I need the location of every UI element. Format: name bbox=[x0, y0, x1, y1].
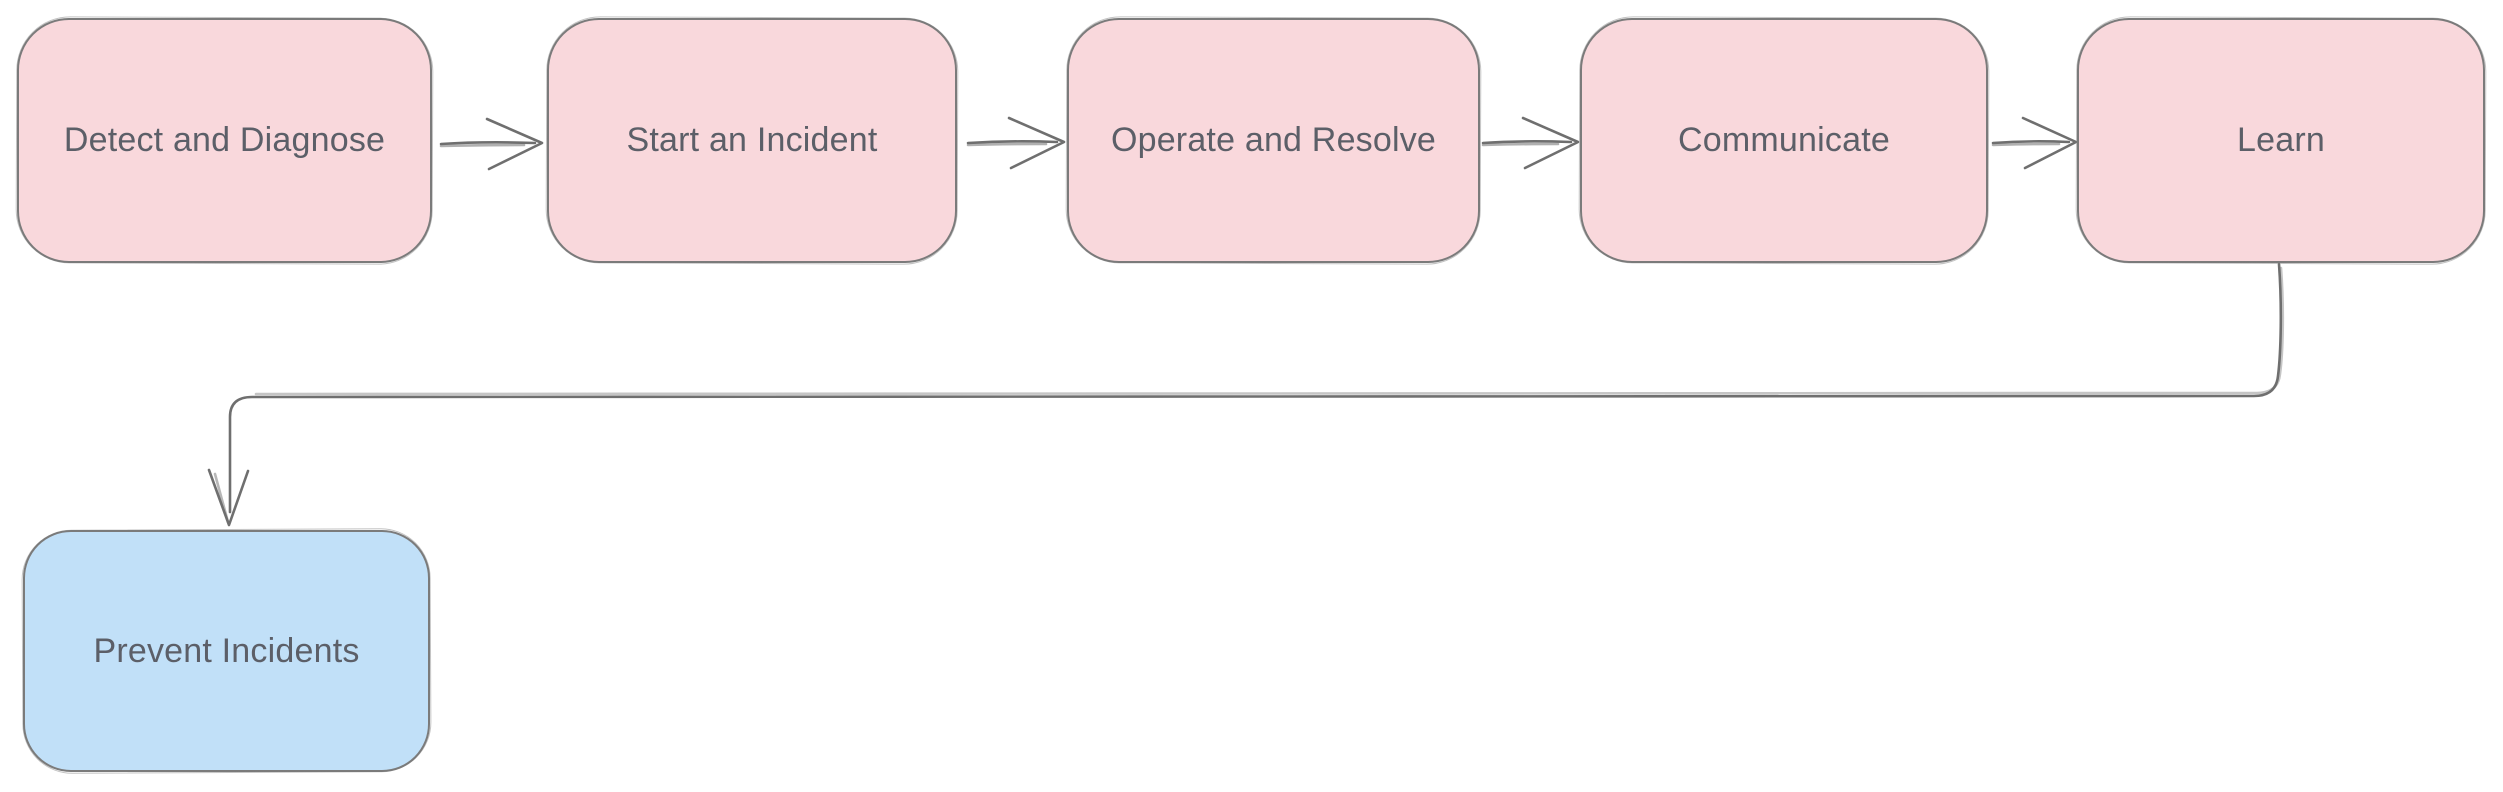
node-label: Prevent Incidents bbox=[93, 631, 360, 670]
node-operate-and-resolve: Operate and Resolve bbox=[1067, 18, 1480, 263]
node-label: Detect and Diagnose bbox=[63, 121, 386, 159]
arrowhead-right-icon bbox=[1007, 116, 1066, 170]
node-label: Operate and Resolve bbox=[1110, 121, 1437, 159]
node-detect-and-diagnose: Detect and Diagnose bbox=[17, 18, 432, 263]
flow-arrow-detect-to-start bbox=[439, 117, 544, 171]
node-learn: Learn bbox=[2077, 18, 2485, 263]
node-label: Learn bbox=[2237, 121, 2325, 159]
arrowhead-right-icon bbox=[1521, 116, 1580, 170]
node-label: Start an Incident bbox=[626, 121, 878, 159]
arrowhead-right-icon bbox=[485, 117, 544, 171]
node-label: Communicate bbox=[1678, 121, 1890, 159]
arrowhead-down-icon bbox=[207, 468, 250, 527]
flow-arrow-start-to-operate bbox=[966, 116, 1066, 170]
node-communicate: Communicate bbox=[1580, 18, 1988, 263]
arrowhead-right-icon bbox=[2021, 116, 2078, 170]
node-prevent-incidents: Prevent Incidents bbox=[23, 530, 430, 772]
flow-arrow-operate-to-communicate bbox=[1481, 116, 1580, 170]
node-start-an-incident: Start an Incident bbox=[547, 18, 957, 263]
flow-arrow-learn-to-prevent bbox=[207, 262, 2285, 527]
flow-arrow-communicate-to-learn bbox=[1991, 116, 2078, 170]
